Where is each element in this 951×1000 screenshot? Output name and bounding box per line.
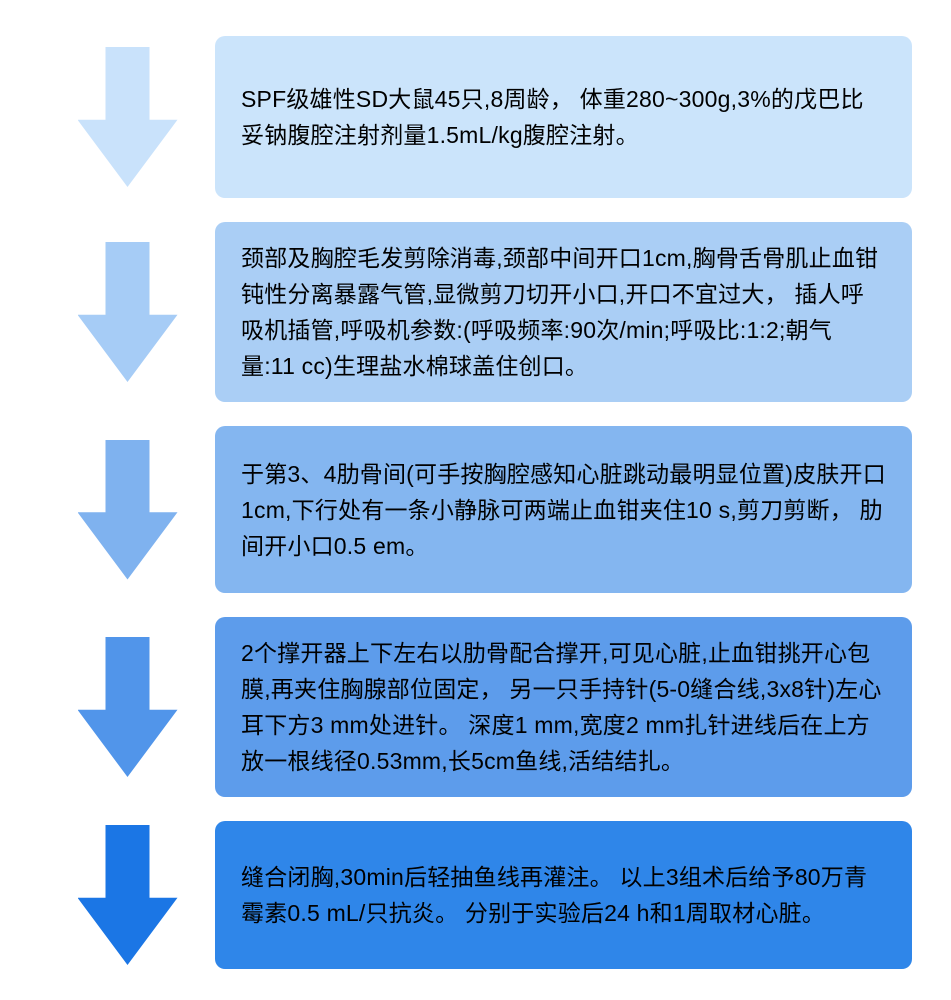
arrow-column — [40, 47, 215, 187]
step-box: 缝合闭胸,30min后轻抽鱼线再灌注。 以上3组术后给予80万青霉素0.5 mL… — [215, 821, 912, 969]
flow-step-3: 于第3、4肋骨间(可手按胸腔感知心脏跳动最明显位置)皮肤开口1cm,下行处有一条… — [40, 426, 951, 593]
arrow-column — [40, 242, 215, 382]
down-arrow-icon — [77, 439, 178, 580]
step-text: SPF级雄性SD大鼠45只,8周龄， 体重280~300g,3%的戊巴比妥钠腹腔… — [241, 86, 864, 148]
arrow-column — [40, 825, 215, 965]
flow-step-4: 2个撑开器上下左右以肋骨配合撑开,可见心脏,止血钳挑开心包膜,再夹住胸腺部位固定… — [40, 617, 951, 797]
down-arrow-icon — [77, 47, 178, 187]
step-text: 2个撑开器上下左右以肋骨配合撑开,可见心脏,止血钳挑开心包膜,再夹住胸腺部位固定… — [241, 640, 882, 774]
step-text: 缝合闭胸,30min后轻抽鱼线再灌注。 以上3组术后给予80万青霉素0.5 mL… — [241, 864, 868, 926]
step-box: 2个撑开器上下左右以肋骨配合撑开,可见心脏,止血钳挑开心包膜,再夹住胸腺部位固定… — [215, 617, 912, 797]
flow-step-1: SPF级雄性SD大鼠45只,8周龄， 体重280~300g,3%的戊巴比妥钠腹腔… — [40, 36, 951, 198]
step-box: SPF级雄性SD大鼠45只,8周龄， 体重280~300g,3%的戊巴比妥钠腹腔… — [215, 36, 912, 198]
flow-step-5: 缝合闭胸,30min后轻抽鱼线再灌注。 以上3组术后给予80万青霉素0.5 mL… — [40, 821, 951, 969]
arrow-column — [40, 439, 215, 580]
flow-step-2: 颈部及胸腔毛发剪除消毒,颈部中间开口1cm,胸骨舌骨肌止血钳钝性分离暴露气管,显… — [40, 222, 951, 402]
down-arrow-icon — [77, 242, 178, 382]
step-box: 于第3、4肋骨间(可手按胸腔感知心脏跳动最明显位置)皮肤开口1cm,下行处有一条… — [215, 426, 912, 593]
step-text: 于第3、4肋骨间(可手按胸腔感知心脏跳动最明显位置)皮肤开口1cm,下行处有一条… — [241, 460, 886, 559]
down-arrow-icon — [77, 637, 178, 777]
step-box: 颈部及胸腔毛发剪除消毒,颈部中间开口1cm,胸骨舌骨肌止血钳钝性分离暴露气管,显… — [215, 222, 912, 402]
down-arrow-icon — [77, 825, 178, 965]
arrow-column — [40, 637, 215, 777]
step-text: 颈部及胸腔毛发剪除消毒,颈部中间开口1cm,胸骨舌骨肌止血钳钝性分离暴露气管,显… — [241, 245, 879, 379]
